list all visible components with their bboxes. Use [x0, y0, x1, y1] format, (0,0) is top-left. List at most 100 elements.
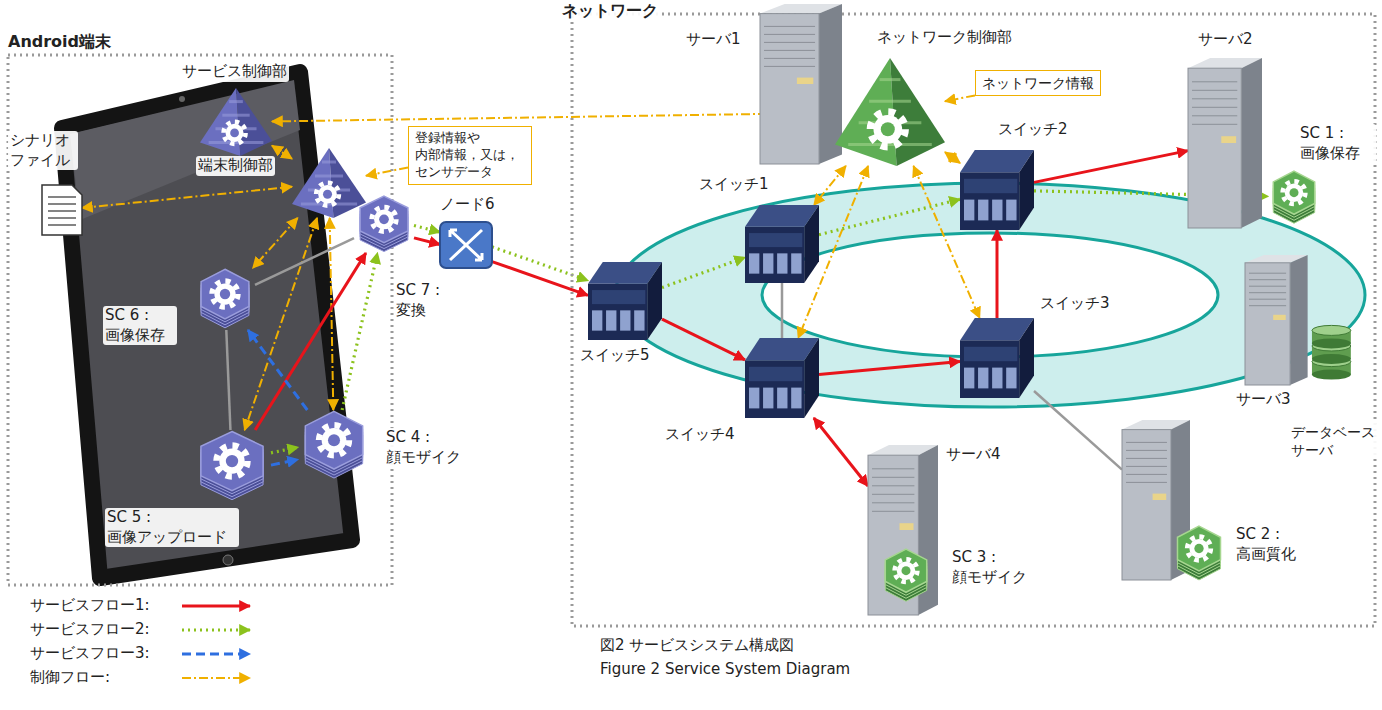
switch-port: [763, 388, 773, 409]
gear-teeth: [319, 425, 349, 455]
file-line: [48, 224, 76, 225]
gear-teeth: [1187, 537, 1210, 560]
shape-outline: [1268, 170, 1320, 224]
gear-teeth: [870, 112, 905, 147]
node-label: ノード6: [438, 195, 497, 215]
server-badge: [900, 523, 914, 530]
server-bay: [1249, 305, 1286, 306]
server-bay: [764, 66, 815, 67]
server-bay: [872, 485, 914, 486]
server-side: [1290, 255, 1308, 385]
switch-port: [777, 388, 787, 409]
control-flow: [945, 95, 975, 101]
hex-top: [1177, 526, 1220, 571]
service-flow: [271, 460, 298, 466]
switch-front: [745, 360, 804, 418]
gear-ring: [318, 185, 337, 204]
server-front: [760, 14, 819, 164]
switch-side: [1019, 150, 1034, 230]
server-bay: [1126, 442, 1167, 443]
hex-top: [305, 411, 362, 469]
shape-outline: [835, 58, 945, 166]
legend-row: 制御フロー:: [30, 668, 270, 688]
link-line: [1034, 391, 1122, 470]
db-disk-top: [1312, 325, 1351, 335]
gear-hole: [1289, 188, 1298, 197]
switch-port: [620, 310, 630, 330]
node-label: サービス制御部: [180, 62, 289, 82]
control-flow: [245, 218, 317, 430]
service-flow: [819, 199, 960, 234]
service-flow: [819, 361, 960, 374]
node-label: SC 5 : 画像アップロード: [105, 508, 239, 547]
pyramid-stripe: [322, 161, 336, 164]
region-border: [572, 14, 1375, 626]
server-tower: サーバ2SC 1 : 画像保存: [1188, 58, 1262, 228]
gear-teeth: [316, 183, 339, 206]
region-frame: Android端末サービス制御部シナリオ ファイル端末制御部SC 6 : 画像保…: [8, 55, 392, 585]
shape-outline: [298, 410, 370, 482]
switch-port: [777, 253, 787, 273]
gear-teeth: [212, 281, 238, 307]
network-switch: スイッチ5: [588, 262, 662, 340]
server-bay: [1192, 98, 1237, 99]
switch-port: [592, 310, 602, 330]
figure-caption-english: Figure 2 Service System Diagram: [600, 660, 850, 680]
service-component: SC 6 : 画像保存: [195, 268, 255, 330]
shape-outline: [760, 4, 842, 164]
callout-box: 登録情報や 内部情報，又は， センサデータ: [408, 126, 532, 185]
tablet-body: [62, 72, 352, 578]
network-node: ノード6: [440, 222, 492, 268]
node-label: スイッチ2: [996, 120, 1070, 140]
switch-front: [588, 284, 647, 340]
link-line: [226, 330, 230, 430]
shape-outline: [960, 318, 1034, 398]
node-label: スイッチ4: [663, 425, 737, 445]
node-label: サーバ4: [944, 445, 1003, 465]
gear-hole: [901, 566, 910, 575]
gear-hole: [328, 434, 340, 446]
switch-front: [960, 172, 1019, 230]
gear-teeth: [895, 559, 918, 582]
control-flow: [798, 166, 868, 338]
region-title: Android端末: [6, 32, 113, 53]
service-component: SC 3 : 顔モザイク: [880, 548, 932, 602]
service-flow: [814, 418, 868, 486]
node-label: スイッチ1: [697, 175, 771, 195]
switch-port: [992, 368, 1002, 389]
server-bay: [1192, 90, 1237, 91]
callout-box: ネットワーク情報: [975, 70, 1101, 96]
service-flow: [1034, 151, 1188, 183]
switch-panel: [749, 233, 802, 247]
shape-outline: [440, 222, 492, 268]
controller-pyramid: ネットワーク制御部: [835, 58, 945, 166]
node-arrows: [450, 230, 482, 260]
shape-outline: [193, 430, 271, 504]
service-flow: [271, 447, 298, 453]
control-flow: [82, 187, 292, 208]
switch-port: [964, 368, 974, 389]
shape-outline: [588, 262, 662, 340]
shape-outline: [960, 150, 1034, 230]
switch-port: [978, 368, 988, 389]
switch-side: [804, 205, 819, 283]
network-switch: スイッチ4: [745, 338, 819, 418]
gear-ring: [1189, 539, 1208, 558]
server-bay: [1192, 124, 1237, 125]
node-label: SC 7 : 変換: [394, 281, 460, 320]
switch-side: [1019, 318, 1034, 398]
node-label: データベース サーバ: [1289, 423, 1379, 459]
switch-port: [606, 310, 616, 330]
gear-hole: [323, 190, 332, 199]
node-label: ネットワーク制御部: [875, 28, 1014, 48]
shape-outline: [354, 195, 414, 253]
server-tower: サーバ3SC 2 : 高画質化: [1122, 420, 1190, 580]
server-bay: [872, 494, 914, 495]
gear-ring: [226, 124, 244, 142]
server-badge: [1273, 315, 1286, 320]
server-bay: [1249, 292, 1286, 293]
gear-ring: [322, 428, 347, 453]
db-disk-bottom: [1312, 370, 1351, 380]
service-flow: [414, 238, 440, 245]
